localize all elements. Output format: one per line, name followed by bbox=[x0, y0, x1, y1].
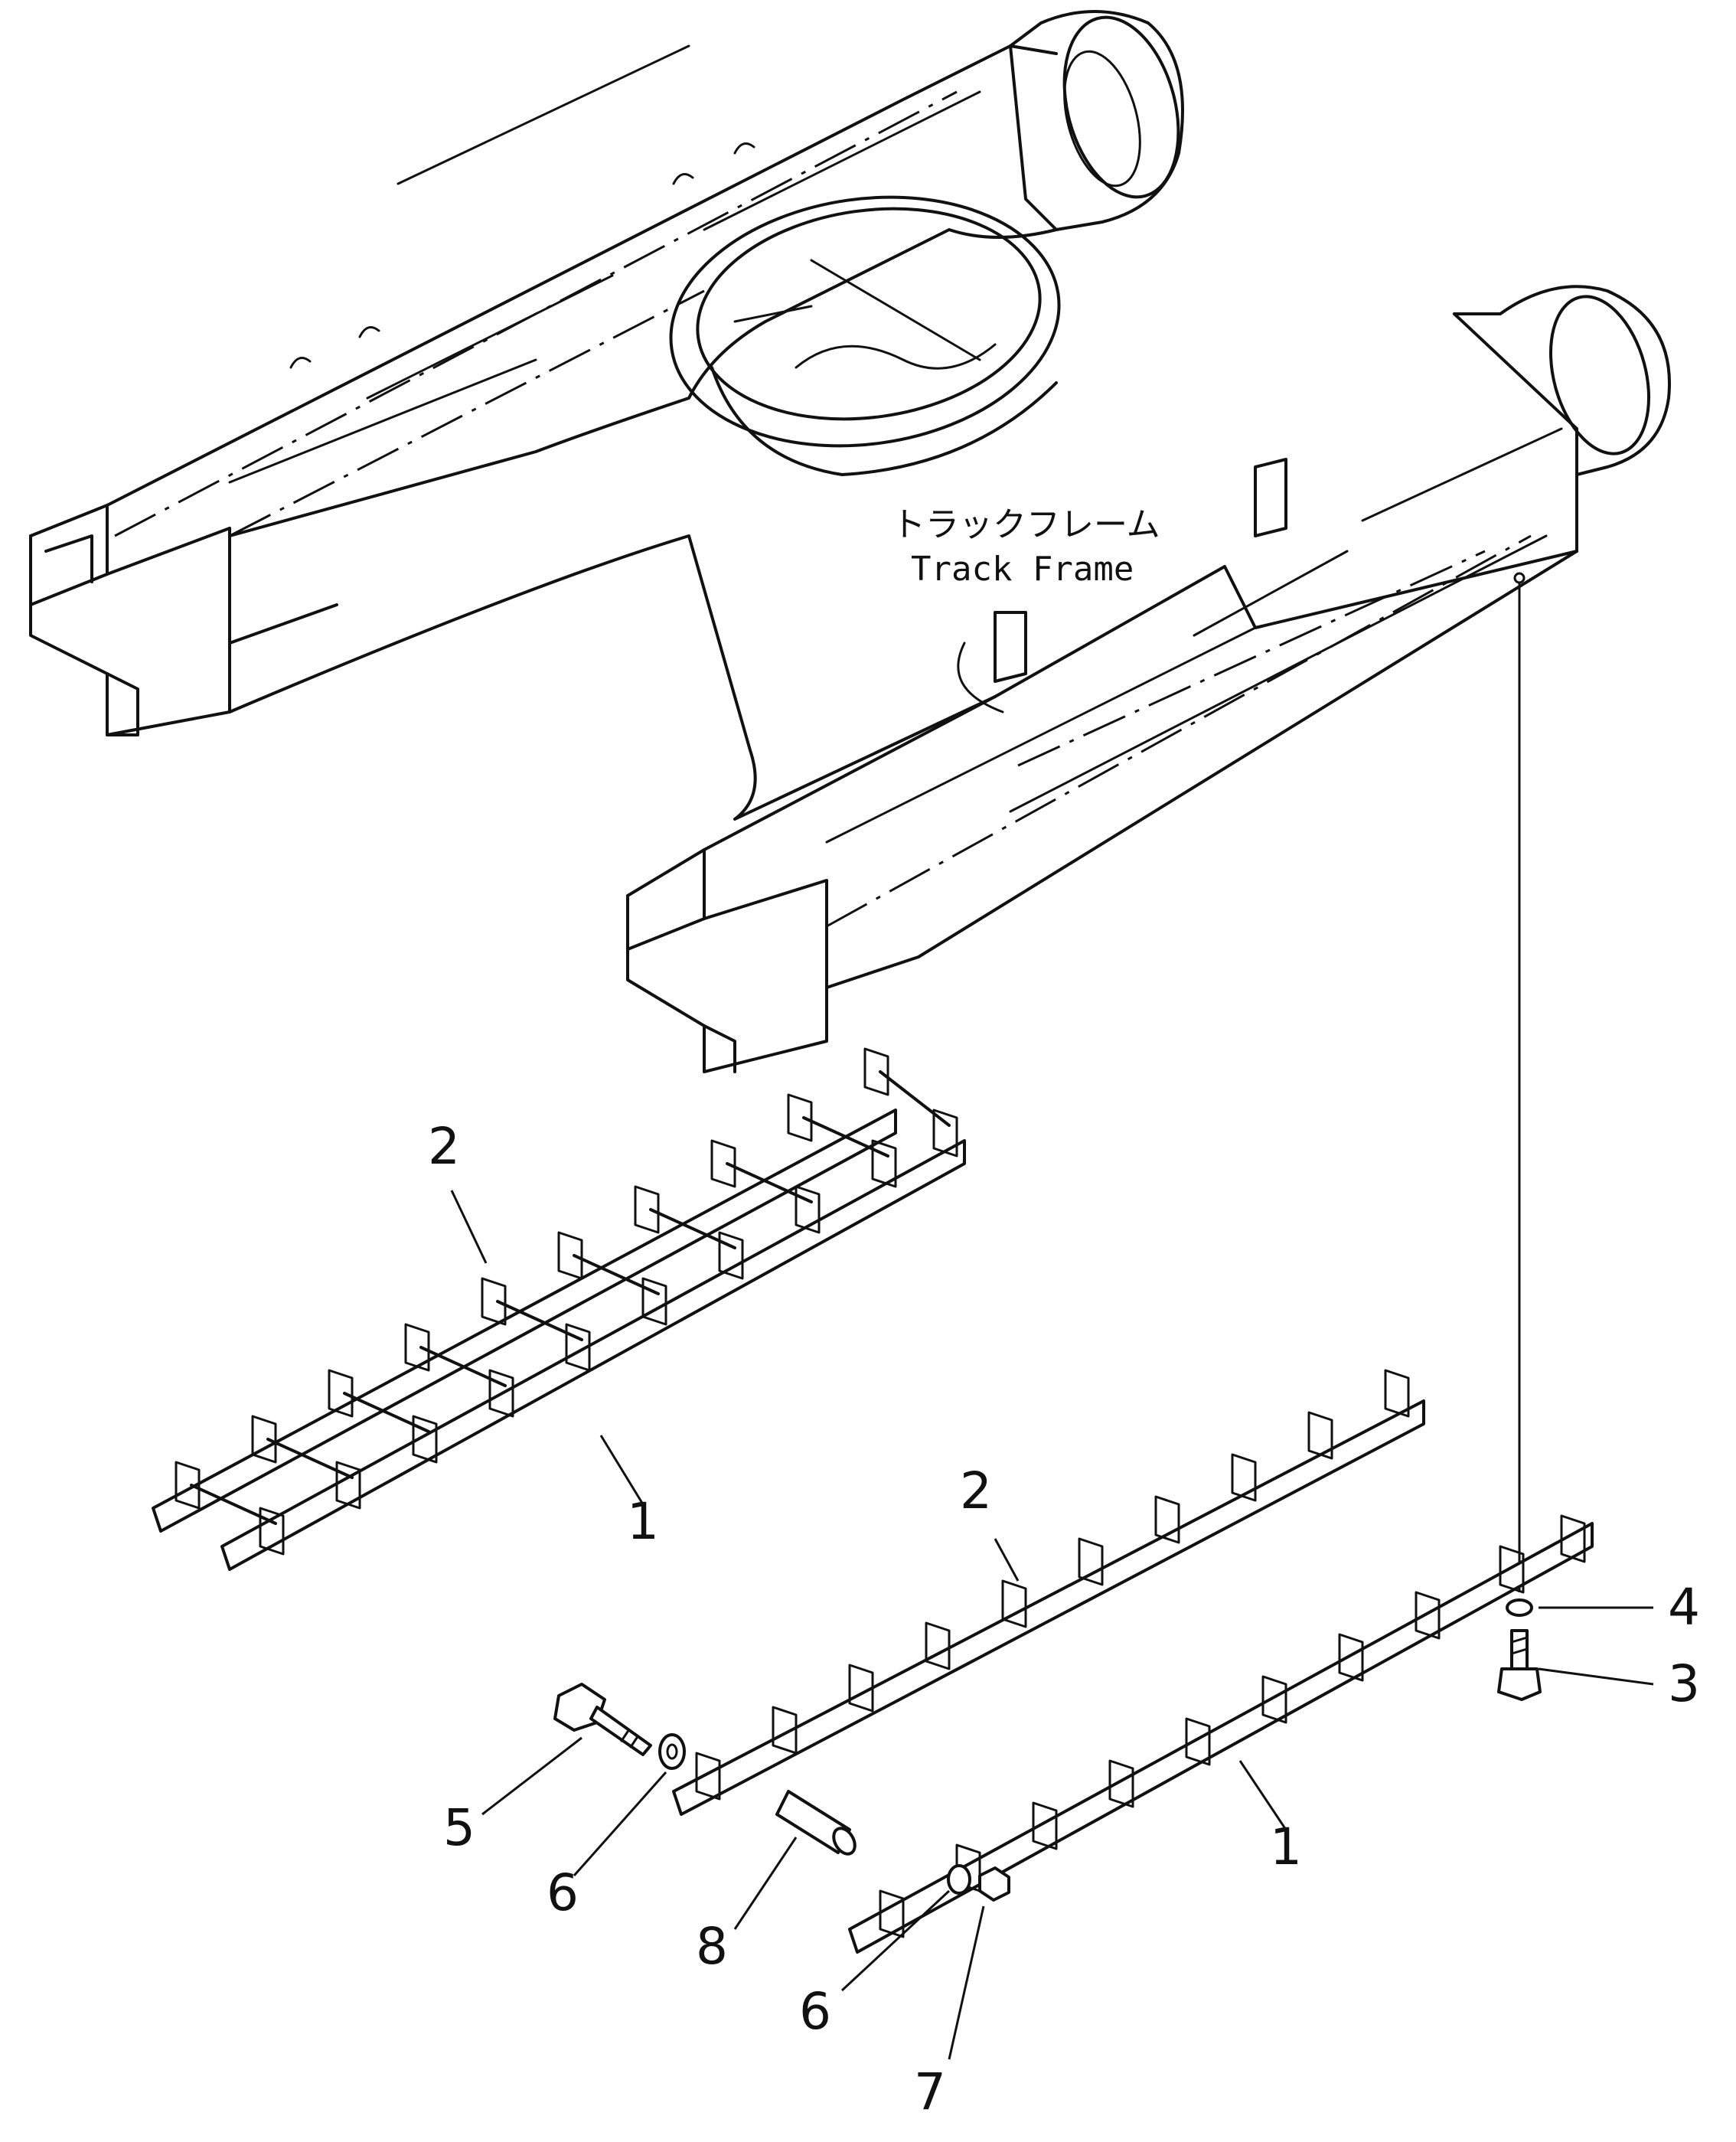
bolt-alignment-leader bbox=[1513, 572, 1526, 1592]
nut-part-7 bbox=[978, 1866, 1010, 1902]
callout-2-right: 2 bbox=[960, 1461, 992, 1520]
callout-1-right: 1 bbox=[1270, 1817, 1302, 1876]
callout-6-right: 6 bbox=[799, 1982, 831, 2041]
callout-2-left: 2 bbox=[428, 1117, 460, 1176]
washer-part-6-left bbox=[658, 1733, 686, 1770]
bolt-part-3 bbox=[1497, 1629, 1542, 1701]
sleeve-part-8 bbox=[775, 1790, 857, 1856]
callout-7: 7 bbox=[914, 2062, 946, 2121]
callout-leaders bbox=[450, 1190, 1654, 2060]
right-guard-part-2 bbox=[672, 1369, 1425, 1816]
left-rock-guard-assembly bbox=[152, 1047, 966, 1571]
frame-label-japanese: トラックフレーム bbox=[892, 505, 1160, 544]
callout-3: 3 bbox=[1668, 1654, 1700, 1713]
callout-6-left: 6 bbox=[547, 1863, 579, 1922]
callout-8: 8 bbox=[696, 1917, 728, 1976]
callout-4: 4 bbox=[1668, 1578, 1700, 1637]
washer-part-6-right bbox=[947, 1864, 971, 1895]
callout-5: 5 bbox=[443, 1798, 475, 1857]
washer-part-4 bbox=[1506, 1598, 1533, 1617]
frame-label-english: Track Frame bbox=[911, 550, 1134, 589]
bolt-part-5 bbox=[553, 1683, 652, 1756]
callout-1-left: 1 bbox=[627, 1492, 659, 1551]
right-guard-part-1 bbox=[848, 1514, 1594, 1954]
track-frame-drawing bbox=[29, 10, 1671, 1073]
